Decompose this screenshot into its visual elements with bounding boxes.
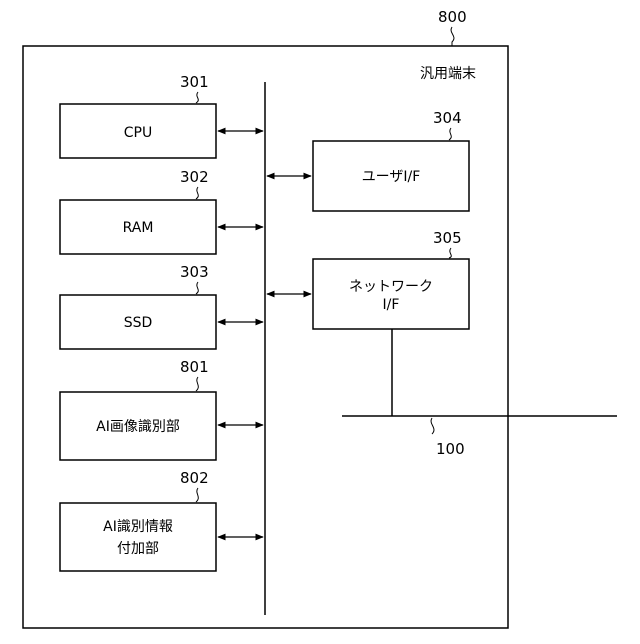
component-label: CPU [124,125,152,141]
interface-ref: 305 [433,229,462,247]
terminal-ref: 800 [438,8,467,26]
component-label: SSD [124,315,153,331]
interface-ref: 304 [433,109,462,127]
component-label-line-1: AI識別情報 [103,519,173,535]
component-ref: 801 [180,358,209,376]
terminal-label: 汎用端末 [420,66,476,82]
component-label: AI画像識別部 [96,419,180,435]
interface-label-line-2: I/F [383,297,400,313]
component-label-line-2: 付加部 [117,541,159,557]
component-ref: 303 [180,263,209,281]
component-box [60,503,216,571]
component-ref: 301 [180,73,209,91]
component-ref: 802 [180,469,209,487]
component-label: RAM [123,220,154,236]
network-ref: 100 [436,440,465,458]
terminal-ref-leader [451,27,454,46]
component-ref: 302 [180,168,209,186]
interface-label: ユーザI/F [362,169,421,185]
interface-label-line-1: ネットワーク [349,279,433,295]
